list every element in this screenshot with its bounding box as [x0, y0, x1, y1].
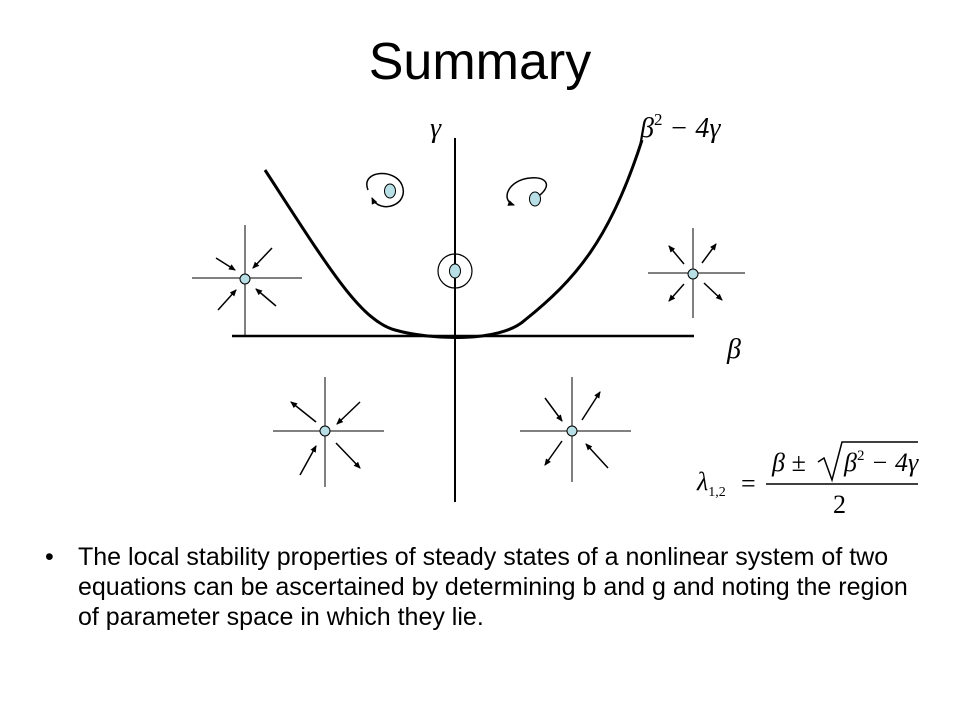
formula-numerator-prefix: β ±	[771, 448, 806, 477]
saddle-node-right	[520, 377, 631, 482]
stable-spiral-node	[366, 172, 405, 208]
eigenvalue-formula: λ1,2 = β ± β2 − 4γ 2	[696, 441, 919, 519]
bullet-text: The local stability properties of steady…	[78, 543, 908, 631]
saddle-node-left	[273, 377, 384, 487]
radicand-exp: 2	[857, 448, 865, 464]
curve-label-base: β	[639, 113, 654, 144]
formula-lambda-sub: 1,2	[708, 485, 726, 500]
curve-label-exp: 2	[654, 110, 663, 129]
beta-axis-label: β	[726, 334, 741, 365]
discriminant-curve	[263, 139, 644, 339]
unstable-node-right	[648, 228, 745, 318]
slide-title: Summary	[368, 33, 592, 91]
gamma-axis-label: γ	[430, 113, 442, 144]
formula-radicand: β2 − 4γ	[843, 448, 919, 477]
formula-lambda: λ	[696, 467, 708, 496]
formula-lhs: λ1,2	[696, 467, 726, 500]
formula-denominator: 2	[833, 490, 846, 519]
curve-label: β2 − 4γ	[639, 110, 721, 144]
radicand-base: β	[843, 448, 857, 477]
sqrt-sign	[817, 441, 918, 483]
unstable-spiral-node	[506, 177, 548, 207]
radicand-rest: − 4γ	[864, 448, 919, 477]
bullet-marker: •	[45, 543, 54, 571]
formula-equals: =	[741, 469, 756, 498]
center-node	[437, 253, 473, 289]
curve-label-rest: − 4γ	[662, 113, 721, 144]
bullet-list: • The local stability properties of stea…	[45, 542, 925, 632]
stable-node-left	[192, 225, 302, 335]
